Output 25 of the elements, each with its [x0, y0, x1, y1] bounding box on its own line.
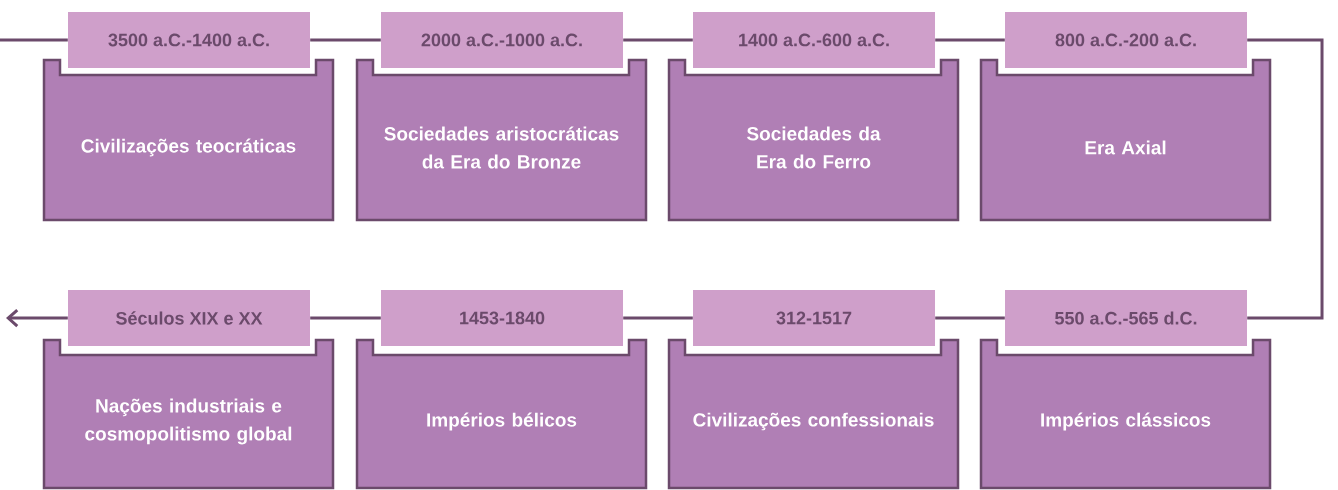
timeline-line [0, 38, 68, 42]
period-box: Sociedades aristocráticas da Era do Bronze [355, 58, 648, 222]
date-tab: 2000 a.C.-1000 a.C. [381, 12, 623, 68]
timeline-line [1247, 38, 1324, 320]
date-tab: 312-1517 [693, 290, 935, 346]
timeline-line [935, 316, 1005, 320]
date-tab: 1453-1840 [381, 290, 623, 346]
period-box: Era Axial [979, 58, 1272, 222]
period-box: Civilizações confessionais [667, 338, 960, 490]
date-tab: Séculos XIX e XX [68, 290, 310, 346]
period-box: Nações industriais e cosmopolitismo global [42, 338, 335, 490]
timeline-line [935, 38, 1005, 42]
date-tab: 550 a.C.-565 d.C. [1005, 290, 1247, 346]
period-box: Impérios bélicos [355, 338, 648, 490]
date-tab: 800 a.C.-200 a.C. [1005, 12, 1247, 68]
period-box: Civilizações teocráticas [42, 58, 335, 222]
timeline-line [310, 316, 381, 320]
timeline-arrow [6, 308, 68, 328]
timeline-line [310, 38, 381, 42]
date-tab: 1400 a.C.-600 a.C. [693, 12, 935, 68]
timeline-line [623, 38, 693, 42]
date-tab: 3500 a.C.-1400 a.C. [68, 12, 310, 68]
period-box: Sociedades da Era do Ferro [667, 58, 960, 222]
period-box: Impérios clássicos [979, 338, 1272, 490]
timeline-line [623, 316, 693, 320]
